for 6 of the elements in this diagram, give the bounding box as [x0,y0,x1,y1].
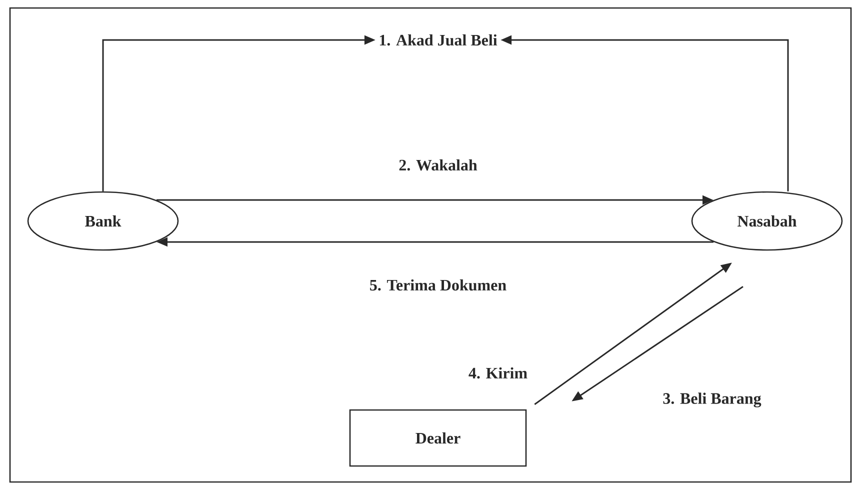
step-label: 1. Akad Jual Beli [380,34,498,46]
edge-label: 4. Kirim [467,366,529,380]
edge-label: 2. Wakalah [398,158,478,172]
edge-label: 5. Terima Dokumen [368,278,508,292]
edge-label: 3. Beli Barang [662,392,762,408]
entity-box: Dealer [349,409,527,467]
